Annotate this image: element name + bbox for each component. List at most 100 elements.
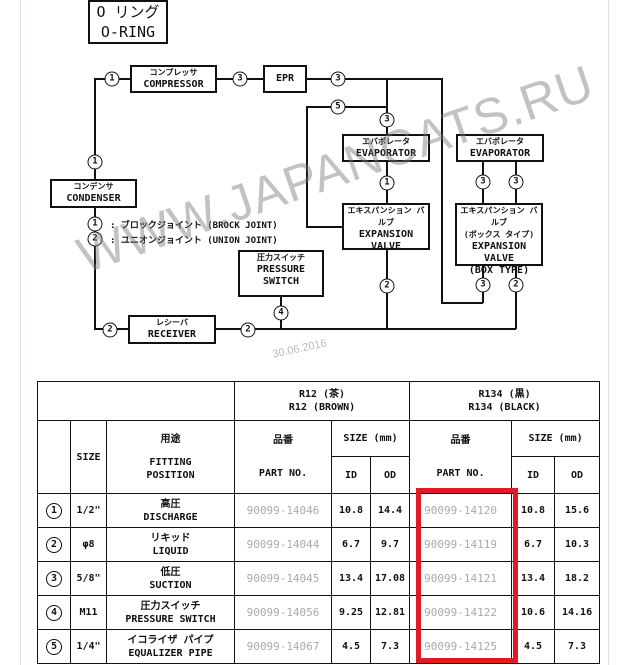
- r12-od: 9.7: [370, 527, 411, 562]
- title-en: O-RING: [100, 23, 156, 41]
- r12-id: 4.5: [331, 629, 372, 664]
- label-en: PRESSURE: [256, 264, 306, 275]
- fitting-jp: 低圧: [160, 566, 181, 578]
- r134-size-header: SIZE (mm): [511, 420, 601, 457]
- joint-marker: 2: [240, 322, 256, 338]
- blank-header: [36, 381, 236, 421]
- id-header: ID: [331, 456, 372, 494]
- label-en: RECEIVER: [147, 329, 197, 340]
- fitting-jp: イコライザ パイプ: [127, 634, 214, 646]
- fitting-en: PRESSURE SWITCH: [125, 613, 216, 625]
- r12-id: 9.25: [331, 595, 372, 630]
- r134-part-number[interactable]: 90099-14120: [409, 493, 513, 528]
- fitting-jp: 圧力スイッチ: [140, 600, 201, 612]
- r12-part-header: 品番 PART NO.: [234, 420, 333, 494]
- joint-marker: 2: [508, 277, 524, 293]
- r12-part-number[interactable]: 90099-14046: [234, 493, 333, 528]
- size-cell: M11: [70, 595, 107, 630]
- joint-marker: 5: [330, 99, 346, 115]
- header-jp: 品番: [273, 435, 294, 446]
- label-jp: (ボックス タイプ): [463, 230, 535, 239]
- r134-part-number[interactable]: 90099-14119: [409, 527, 513, 562]
- joint-marker: 1: [379, 175, 395, 191]
- r12-part-number[interactable]: 90099-14067: [234, 629, 333, 664]
- row-number-circle: 3: [46, 570, 62, 587]
- header-en: POSITION: [146, 469, 195, 481]
- fitting-en: LIQUID: [152, 545, 189, 557]
- row-number-circle: 2: [46, 536, 62, 553]
- header-en: R134 (BLACK): [468, 402, 541, 413]
- joint-marker: 2: [379, 278, 395, 294]
- joint-marker: 1: [87, 154, 103, 170]
- r134-od: 14.16: [554, 595, 601, 630]
- size-cell: 5/8": [70, 561, 107, 596]
- r12-od: 17.08: [370, 561, 411, 596]
- r134-part-number[interactable]: 90099-14122: [409, 595, 513, 630]
- r12-part-number[interactable]: 90099-14056: [234, 595, 333, 630]
- fitting-jp: 高圧: [160, 498, 181, 510]
- label-en: EVAPORATOR: [469, 148, 531, 159]
- header-en: PART NO.: [258, 468, 308, 479]
- r12-part-number[interactable]: 90099-14044: [234, 527, 333, 562]
- label-en: COMPRESSOR: [143, 79, 204, 90]
- r12-id: 13.4: [331, 561, 372, 596]
- legend-union-joint: : ユニオンジョイント (UNION JOINT): [110, 236, 278, 246]
- r134-od: 7.3: [554, 629, 601, 664]
- title-jp: O リング: [96, 3, 160, 21]
- id-header: ID: [511, 456, 556, 494]
- r12-part-number[interactable]: 90099-14045: [234, 561, 333, 596]
- label-jp: コンプレッサ: [149, 68, 198, 77]
- joint-marker: 3: [475, 174, 491, 190]
- label-en: VALVE: [483, 253, 515, 264]
- r12-id: 10.8: [331, 493, 372, 528]
- fitting-en: DISCHARGE: [143, 511, 198, 523]
- label-jp: エキスパンション バルブ: [347, 206, 425, 227]
- row-number-circle: 1: [46, 502, 62, 519]
- header-jp: 品番: [450, 435, 471, 446]
- joint-marker: 3: [379, 112, 395, 128]
- label-en: VALVE: [370, 241, 402, 252]
- r12-od: 14.4: [370, 493, 411, 528]
- header-en: R12 (BROWN): [288, 402, 356, 413]
- size-cell: 1/4": [70, 629, 107, 664]
- fitting-en: SUCTION: [149, 579, 192, 591]
- compressor-box: コンプレッサ COMPRESSOR: [130, 65, 217, 93]
- row-number: 5: [37, 629, 71, 664]
- row-number-circle: 5: [46, 638, 62, 655]
- r12-od: 12.81: [370, 595, 411, 630]
- row-number: 2: [37, 527, 71, 562]
- epr-box: EPR: [263, 65, 307, 93]
- page-edge: [20, 0, 21, 665]
- row-number: 3: [37, 561, 71, 596]
- label-jp: レシーバ: [156, 318, 188, 327]
- row-number-circle: 4: [46, 604, 62, 621]
- joint-marker: 4: [273, 305, 289, 321]
- legend-block-joint: : ブロックジョイント (BROCK JOINT): [110, 221, 278, 231]
- r134-od: 15.6: [554, 493, 601, 528]
- r134-od: 10.3: [554, 527, 601, 562]
- label-en: EXPANSION: [358, 229, 414, 240]
- r134-od: 18.2: [554, 561, 601, 596]
- label-en: (BOX TYPE): [468, 265, 530, 276]
- page-edge: [608, 0, 609, 665]
- legend-marker: 1: [87, 216, 103, 232]
- r134-part-number[interactable]: 90099-14121: [409, 561, 513, 596]
- header-jp: R12 (茶): [298, 389, 346, 400]
- size-header: SIZE: [70, 420, 107, 494]
- label-jp: コンデンサ: [73, 182, 114, 191]
- row-number: 1: [37, 493, 71, 528]
